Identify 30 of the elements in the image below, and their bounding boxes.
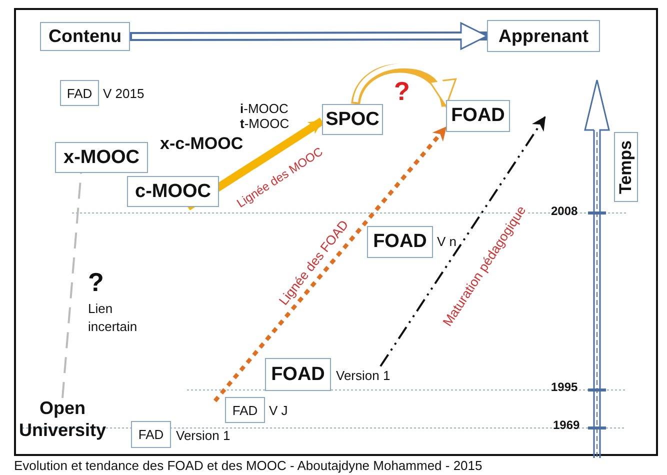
version-label: Version 1 [336, 368, 390, 383]
uncertain-link-line [62, 172, 82, 398]
content-box: Contenu [40, 22, 130, 51]
institution-label: Open University [15, 398, 110, 442]
year-label: 1995 [551, 380, 578, 394]
foad-lineage-arrow [213, 126, 448, 402]
learner-box: Apprenant [487, 20, 600, 52]
note-text: Lien incertain [88, 300, 138, 336]
cmooc-box: c-MOOC [127, 176, 219, 207]
foad-box: FOAD [367, 226, 433, 258]
foad-box: FOAD [446, 100, 510, 132]
spoc-box: SPOC [322, 104, 383, 135]
foad-box: FOAD [265, 358, 331, 391]
fad-box: FAD [60, 80, 99, 106]
dash-dot-arrow [380, 116, 546, 367]
time-box: Temps [614, 132, 638, 202]
fad-box: FAD [131, 421, 171, 448]
version-label: V 2015 [103, 86, 144, 101]
year-label: 2008 [551, 204, 578, 218]
version-label: V n [437, 234, 457, 249]
version-label: V J [269, 403, 288, 418]
content-to-learner-arrow [130, 22, 488, 50]
mooc-variant-label: i-MOOC [240, 101, 288, 116]
question-mark: ? [88, 267, 104, 298]
version-label: Version 1 [176, 428, 230, 443]
year-label: 1969 [553, 418, 580, 432]
xmooc-box: x-MOOC [55, 142, 148, 173]
caption: Evolution et tendance des FOAD et des MOOC - Aboutajdyne Mohammed - 2015 [14, 458, 482, 473]
mooc-variant-label: t-MOOC [240, 116, 290, 131]
fad-box: FAD [225, 397, 265, 423]
